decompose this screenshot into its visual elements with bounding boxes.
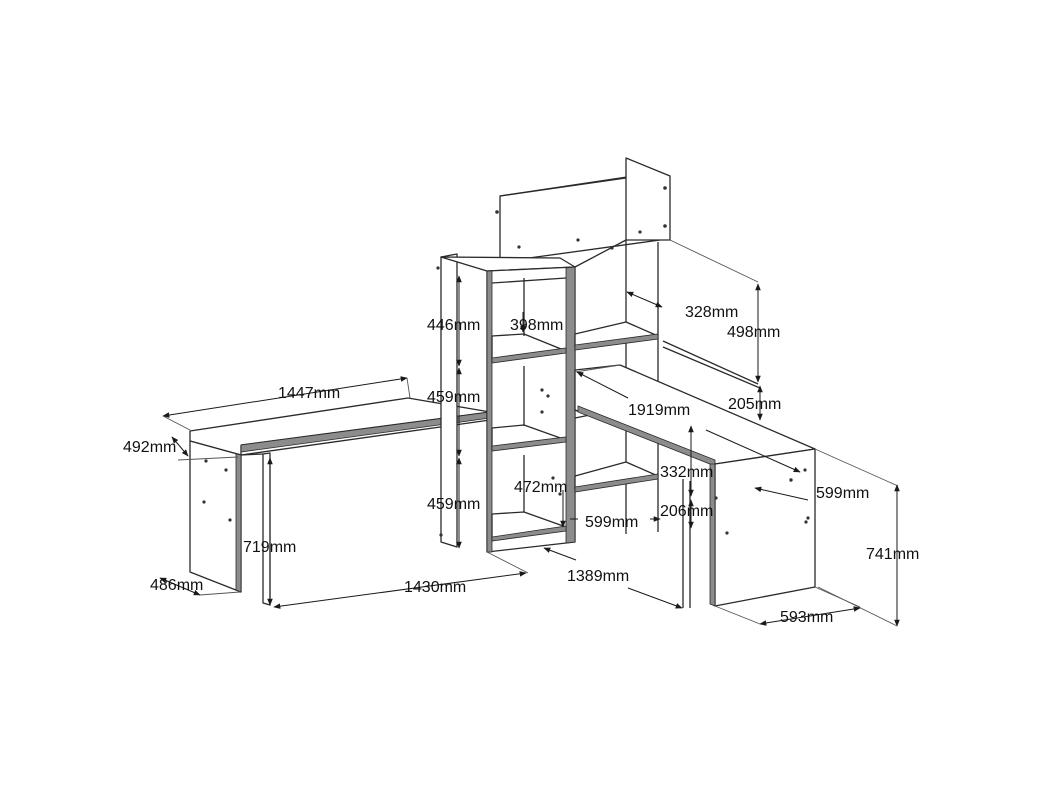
top-back-board	[495, 157, 671, 272]
dim-label-1389: 1389mm	[567, 568, 629, 585]
dim-label-332: 332mm	[660, 464, 713, 481]
dim-label-446: 446mm	[427, 317, 480, 334]
dim-label-486: 486mm	[150, 577, 203, 594]
dim-label-328: 328mm	[685, 304, 738, 321]
dim-label-593: 593mm	[780, 609, 833, 626]
dim-label-1430: 1430mm	[404, 579, 466, 596]
dim-label-205: 205mm	[728, 396, 781, 413]
right-bookcase	[574, 239, 659, 534]
dimension-labels: 1447mm 492mm 719mm 486mm 1430mm 446mm 45…	[123, 304, 919, 626]
left-desk	[189, 397, 491, 606]
dim-label-206: 206mm	[660, 503, 713, 520]
dim-label-741: 741mm	[866, 546, 919, 563]
dim-label-398: 398mm	[510, 317, 563, 334]
dim-label-472: 472mm	[514, 479, 567, 496]
dim-label-1447: 1447mm	[278, 385, 340, 402]
dimension-lines	[159, 239, 900, 627]
dim-label-599-right: 599mm	[816, 485, 869, 502]
dim-label-1919: 1919mm	[628, 402, 690, 419]
dim-label-459-upper: 459mm	[427, 389, 480, 406]
left-bookcase	[436, 253, 576, 553]
dim-label-492: 492mm	[123, 439, 176, 456]
dim-label-459-lower: 459mm	[427, 496, 480, 513]
dim-label-599-mid: 599mm	[585, 514, 638, 531]
dim-label-498: 498mm	[727, 324, 780, 341]
dim-label-719: 719mm	[243, 539, 296, 556]
